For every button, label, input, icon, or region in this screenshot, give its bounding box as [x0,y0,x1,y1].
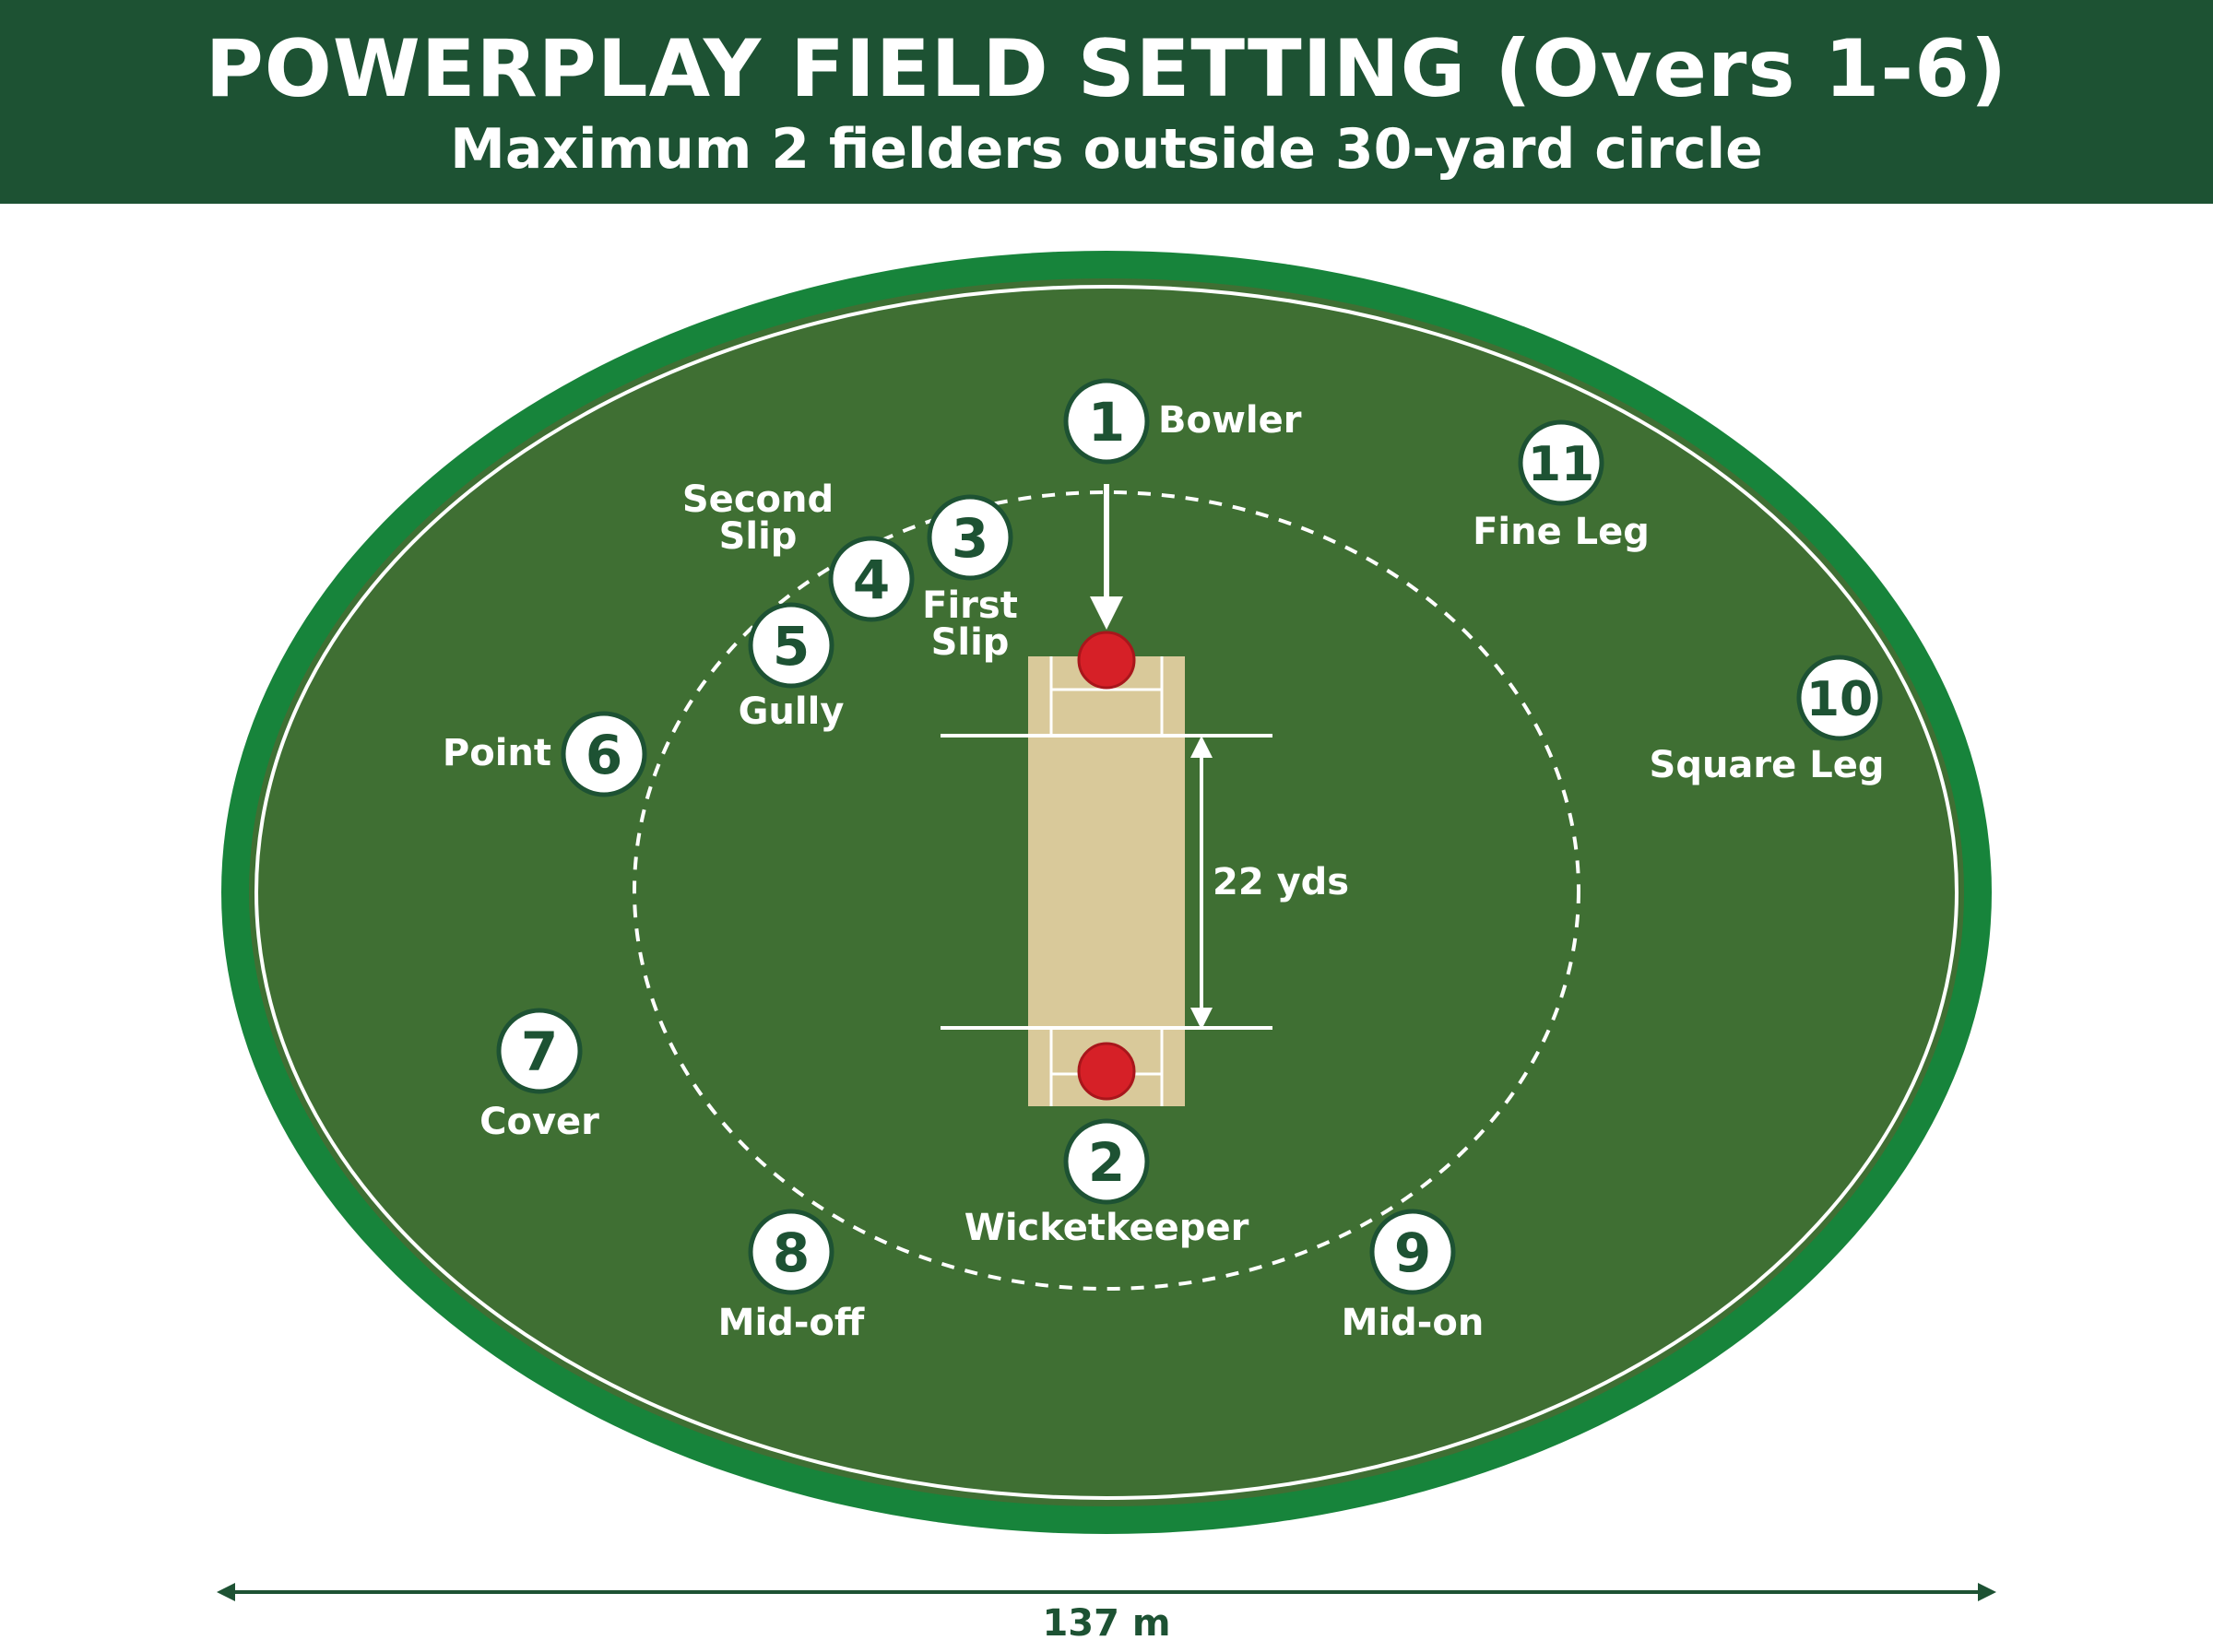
fielder-label-line: Slip [931,621,1010,664]
fielder-label: Wicketkeeper [964,1207,1249,1249]
fielder-marker [748,1209,834,1295]
page-title: POWERPLAY FIELD SETTING (Overs 1-6) [205,23,2008,115]
fielder-number: 10 [1806,672,1873,727]
header-banner: POWERPLAY FIELD SETTING (Overs 1-6) Maxi… [0,0,2213,204]
fielder-marker [1369,1209,1456,1295]
fielder-label: Square Leg [1650,744,1885,786]
fielder-number: 5 [773,615,810,678]
fielder-marker [496,1008,583,1094]
fielder-number: 8 [773,1221,810,1284]
fielder-number: 6 [586,724,622,786]
pitch [941,631,1272,1106]
ball-bottom-marker [1077,1042,1136,1101]
fielder-2-wicketkeeper: 2 Wicketkeeper [964,1118,1249,1249]
fielder-number: 1 [1088,391,1125,454]
fielder-11-fine-leg: 11 Fine Leg [1473,419,1650,553]
fielder-label-line: Slip [719,515,798,558]
fielder-marker [927,494,1013,581]
fielder-marker [1063,378,1150,465]
fielder-label: Fine Leg [1473,511,1650,553]
fielder-1-bowler: 1 Bowler [1063,378,1302,465]
ball-top-marker [1077,631,1136,690]
fielder-number: 2 [1088,1131,1125,1194]
fielder-9-mid-on: 9 Mid-on [1342,1209,1485,1344]
thirty-yard-circle [633,490,1580,1291]
fielder-marker [1063,1118,1150,1205]
fielder-marker [561,711,647,797]
fielder-10-square-leg: 10 Square Leg [1650,655,1885,786]
fielder-marker [748,602,834,689]
fielder-number: 4 [853,549,890,611]
fielder-number: 9 [1394,1221,1431,1284]
fielder-5-gully: 5 Gully [739,602,845,733]
fielder-marker [828,536,915,622]
fielder-label: Mid-off [718,1302,865,1344]
boundary-line [254,285,1959,1500]
fielder-label: Bowler [1158,399,1302,442]
pitch-length-label: 22 yds [1213,861,1349,903]
fielder-label: Cover [479,1101,599,1143]
fielder-6-point: 6 Point [443,711,647,797]
fielder-label: Gully [739,690,845,733]
fielder-number: 7 [521,1021,558,1083]
ground-width-label: 137 m [1042,1602,1170,1645]
fielder-label: Point [443,732,551,774]
page-subtitle: Maximum 2 fielders outside 30-yard circl… [450,117,1763,182]
fielder-label-line: Second [682,478,834,521]
pitch-strip [1028,656,1185,1106]
fielder-8-mid-off: 8 Mid-off [718,1209,865,1344]
fielder-marker [1518,419,1604,506]
fielder-number: 3 [952,507,988,570]
fielder-7-cover: 7 Cover [479,1008,599,1143]
fielder-marker [1796,655,1883,741]
fielder-label-line: First [922,584,1018,627]
fielder-number: 11 [1528,437,1594,492]
fielder-label: Mid-on [1342,1302,1485,1344]
